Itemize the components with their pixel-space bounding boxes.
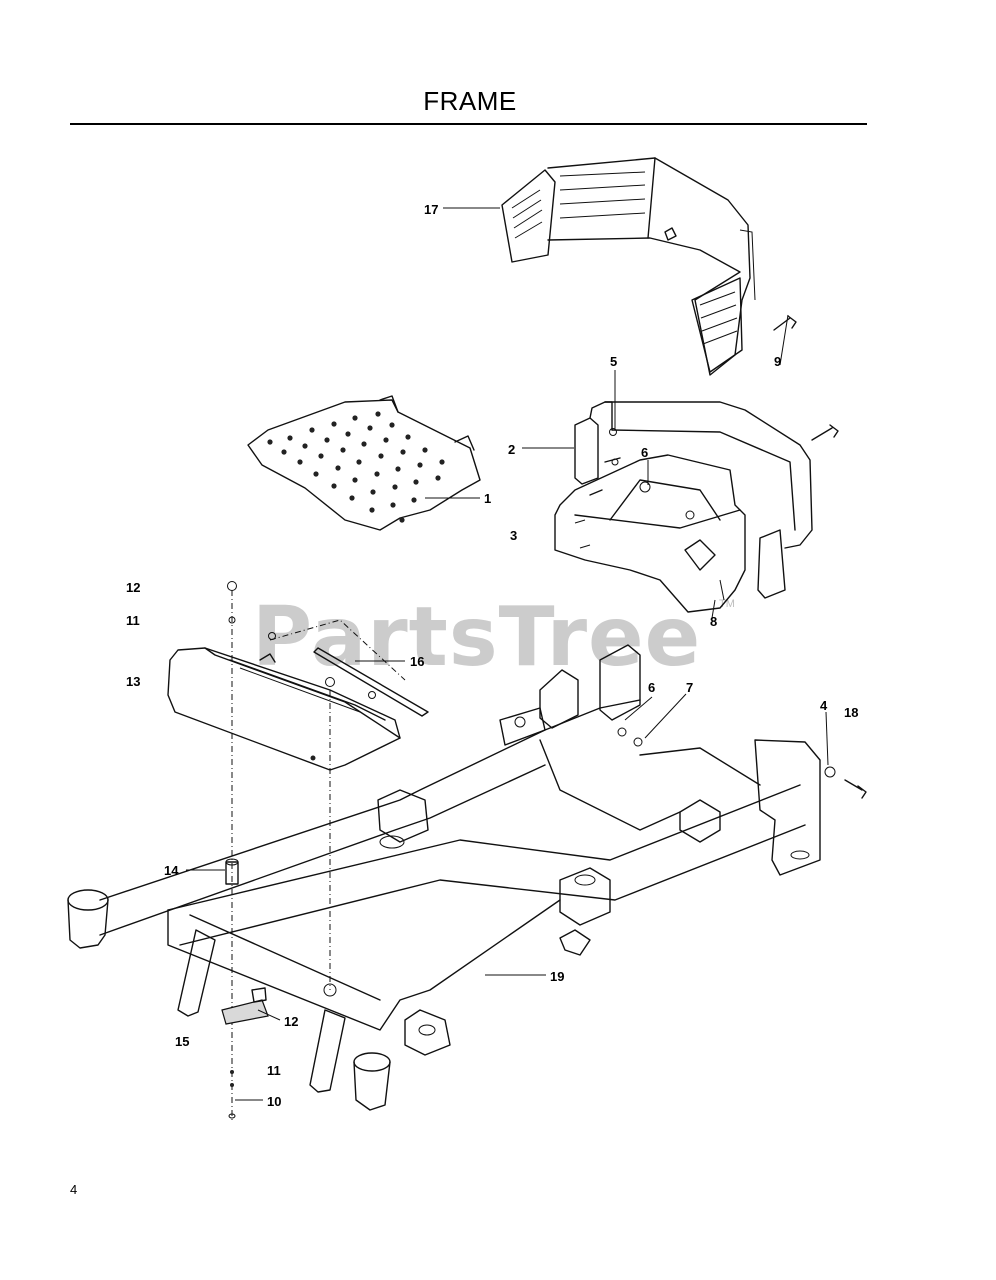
console-hardware: [225, 581, 406, 1120]
callout-2: 2: [508, 442, 515, 457]
part-16-rod: [313, 647, 429, 717]
page-number: 4: [70, 1182, 78, 1197]
callout-16: 16: [410, 654, 424, 669]
watermark: PartsTree: [252, 590, 702, 685]
callout-11-lower: 11: [267, 1063, 281, 1078]
callout-5: 5: [610, 354, 617, 369]
callout-6-lower: 6: [648, 680, 655, 695]
callout-4: 4: [820, 698, 828, 713]
callout-11-upper: 11: [126, 613, 140, 628]
callout-9: 9: [774, 354, 781, 369]
part-1-floor-plate: [247, 395, 481, 531]
callout-7: 7: [686, 680, 693, 695]
callout-15: 15: [175, 1034, 189, 1049]
callout-1: 1: [484, 491, 491, 506]
callout-12-lower: 12: [284, 1014, 298, 1029]
page-title: FRAME: [423, 86, 517, 116]
callout-13: 13: [126, 674, 140, 689]
watermark-trademark: TM: [719, 598, 735, 610]
part-13-console: [167, 647, 401, 771]
part-17-footrest: [501, 157, 756, 376]
callout-10: 10: [267, 1094, 281, 1109]
part-19-main-frame: [67, 644, 821, 1111]
callout-6-upper: 6: [641, 445, 648, 460]
callout-17: 17: [424, 202, 438, 217]
part-2-seat-bracket: [554, 401, 813, 613]
part-9-bolts: [589, 315, 839, 496]
callout-labels: 1 2 3 4 5 6 6 7 8 9 10 11 11 12 12 13 14…: [126, 202, 858, 1109]
callout-14: 14: [164, 863, 179, 878]
leader-lines: [186, 207, 829, 1101]
title-rule: [70, 123, 867, 125]
part-4-18-hardware: [617, 727, 867, 799]
callout-19: 19: [550, 969, 564, 984]
callout-3: 3: [510, 528, 517, 543]
callout-12-upper: 12: [126, 580, 140, 595]
callout-18: 18: [844, 705, 858, 720]
callout-8: 8: [710, 614, 717, 629]
